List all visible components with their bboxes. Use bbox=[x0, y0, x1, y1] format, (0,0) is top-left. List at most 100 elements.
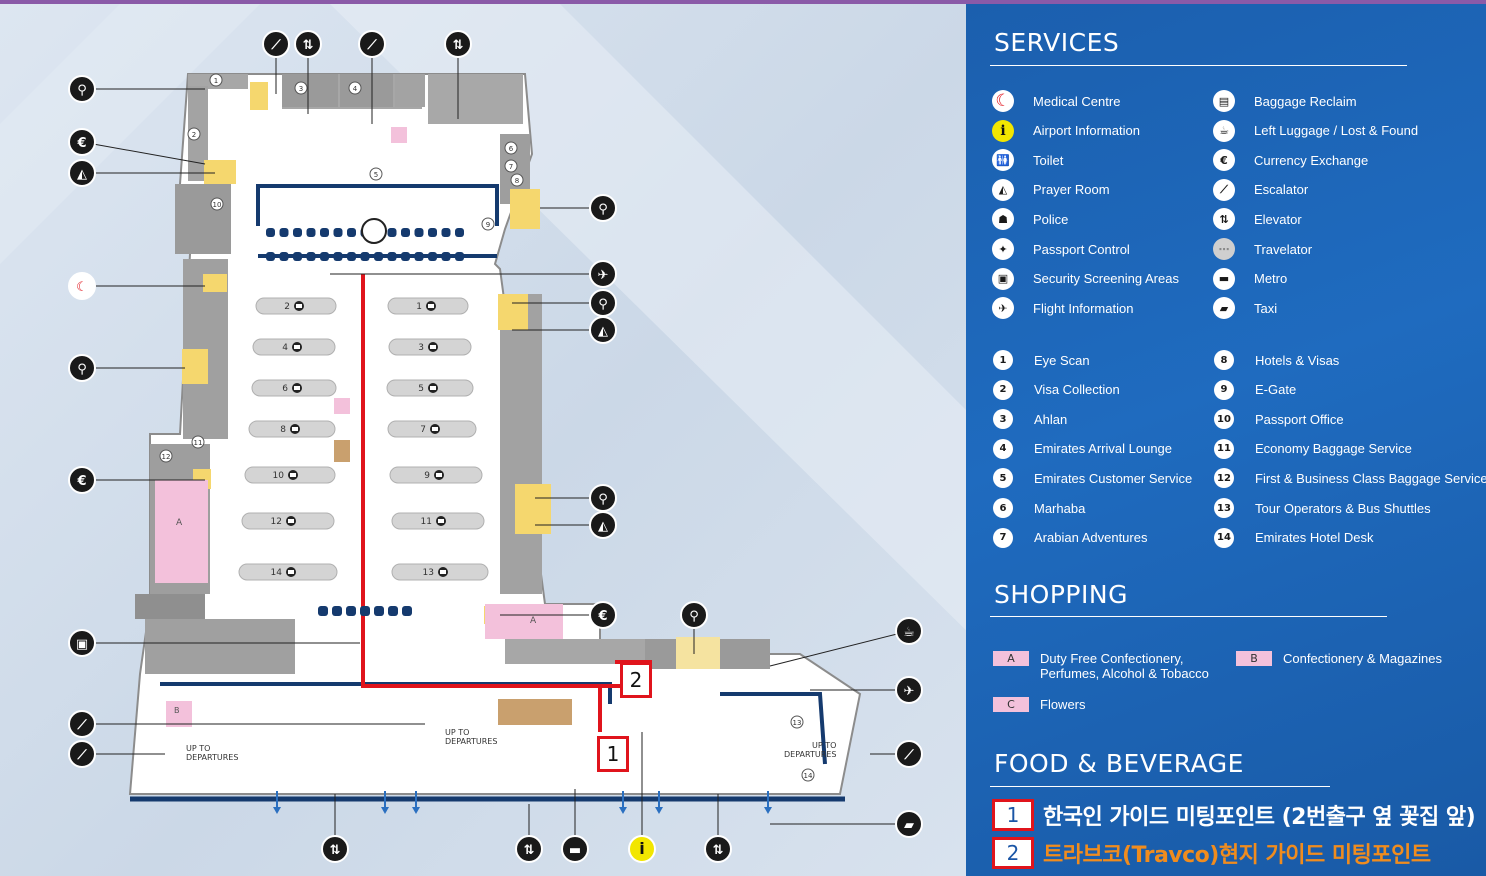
baggage-belt-12[interactable]: 12 bbox=[241, 512, 335, 530]
facility-label: Visa Collection bbox=[1034, 382, 1120, 398]
map-number-10[interactable]: 10 bbox=[210, 197, 224, 211]
map-number-11[interactable]: 11 bbox=[191, 435, 205, 449]
map-number-14[interactable]: 14 bbox=[801, 768, 815, 782]
svg-text:5: 5 bbox=[374, 171, 378, 179]
map-number-13[interactable]: 13 bbox=[790, 715, 804, 729]
svg-text:⚲: ⚲ bbox=[689, 609, 699, 624]
baggage-belt-3[interactable]: 3 bbox=[388, 338, 472, 356]
number-badge: 8 bbox=[1214, 350, 1234, 370]
flight-information-icon[interactable]: ✈ bbox=[810, 676, 923, 704]
baggage-belt-4[interactable]: 4 bbox=[252, 338, 336, 356]
elevator-icon[interactable]: ⇅ bbox=[321, 794, 349, 863]
left-luggage-icon[interactable]: ☕ bbox=[769, 617, 923, 667]
elevator-icon[interactable]: ⇅ bbox=[704, 794, 732, 863]
baggage-belt-10[interactable]: 10 bbox=[244, 466, 336, 484]
service-label: Passport Control bbox=[1033, 241, 1130, 257]
baggage-belt-2[interactable]: 2 bbox=[255, 297, 337, 315]
baggage-belt-1[interactable]: 1 bbox=[387, 297, 469, 315]
svg-text:⚲: ⚲ bbox=[598, 202, 608, 217]
map-number-7[interactable]: 7 bbox=[504, 159, 518, 173]
escalator-icon[interactable]: ⟋ bbox=[358, 30, 386, 124]
map-number-5[interactable]: 5 bbox=[369, 167, 383, 181]
baggage-belt-13[interactable]: 13 bbox=[391, 563, 489, 581]
passport-booth bbox=[333, 252, 343, 261]
passport-booth bbox=[333, 228, 343, 237]
baggage-belt-8[interactable]: 8 bbox=[248, 420, 336, 438]
map-number-8[interactable]: 8 bbox=[510, 173, 524, 187]
svg-text:☕: ☕ bbox=[903, 625, 915, 640]
exit-arrow bbox=[655, 791, 663, 814]
baggage-belt-6[interactable]: 6 bbox=[251, 379, 337, 397]
elevator-icon[interactable]: ⇅ bbox=[294, 30, 322, 114]
service-label: Flight Information bbox=[1033, 300, 1134, 316]
currency-exchange-icon[interactable]: € bbox=[68, 466, 205, 494]
facility-label: Emirates Customer Service bbox=[1034, 470, 1193, 486]
passport-booth bbox=[279, 228, 289, 237]
service-item-taxi: ▰Taxi bbox=[1213, 297, 1277, 320]
passport-booth bbox=[401, 252, 410, 261]
info-icon[interactable]: i bbox=[628, 732, 656, 863]
baggage-belt-14[interactable]: 14 bbox=[238, 563, 338, 581]
meeting-marker-1[interactable]: 1 bbox=[597, 736, 629, 772]
map-number-9[interactable]: 9 bbox=[481, 217, 495, 231]
service-item-passport-control: ✦ Passport Control bbox=[992, 238, 1130, 260]
svg-text:✈: ✈ bbox=[904, 684, 915, 699]
service-item-escalator: ⟋Escalator bbox=[1213, 178, 1308, 201]
map-number-2[interactable]: 2 bbox=[187, 127, 201, 141]
escalator-icon[interactable]: ⟋ bbox=[870, 740, 923, 768]
elevator-icon[interactable]: ⇅ bbox=[444, 30, 472, 119]
svg-text:12: 12 bbox=[271, 517, 282, 527]
toilet-icon[interactable]: ⚲ bbox=[680, 601, 708, 654]
baggage-belt-9[interactable]: 9 bbox=[389, 466, 483, 484]
escalator-icon[interactable]: ⟋ bbox=[68, 740, 165, 768]
escalator-icon[interactable]: ⟋ bbox=[262, 30, 290, 94]
passport-booth bbox=[455, 252, 464, 261]
passport-control-icon: ✦ bbox=[992, 238, 1014, 260]
flight-information-icon[interactable]: ✈ bbox=[330, 260, 617, 288]
escalator-icon[interactable]: ⟋ bbox=[68, 710, 425, 738]
meeting-point-number: 1 bbox=[992, 799, 1034, 831]
services-title: SERVICES bbox=[994, 28, 1120, 57]
prayer-room-icon: ◭ bbox=[992, 178, 1014, 201]
map-number-12[interactable]: 12 bbox=[159, 449, 173, 463]
svg-text:€: € bbox=[76, 136, 86, 151]
number-badge: 5 bbox=[993, 468, 1013, 489]
number-badge: 13 bbox=[1214, 498, 1234, 518]
meeting-point-number: 2 bbox=[992, 837, 1034, 869]
service-item-currency-exchange: €Currency Exchange bbox=[1213, 149, 1368, 172]
baggage-belt-5[interactable]: 5 bbox=[386, 379, 474, 397]
baggage-belt-11[interactable]: 11 bbox=[391, 512, 485, 530]
facility-item-5: 5 Emirates Customer Service bbox=[993, 467, 1192, 489]
taxi-icon[interactable]: ▰ bbox=[770, 810, 923, 838]
passport-booth bbox=[266, 228, 275, 237]
prayer-room-icon[interactable]: ◭ bbox=[68, 159, 215, 187]
metro-icon[interactable]: ▬ bbox=[561, 789, 589, 863]
toilet-icon[interactable]: ⚲ bbox=[68, 354, 185, 382]
passport-booth bbox=[293, 228, 302, 237]
elevator-icon[interactable]: ⇅ bbox=[515, 804, 543, 863]
toilet-icon[interactable]: ⚲ bbox=[540, 194, 617, 222]
svg-text:8: 8 bbox=[515, 177, 519, 185]
passport-booth bbox=[414, 228, 424, 237]
gate-booth bbox=[346, 606, 356, 616]
crescent-icon[interactable]: ☾ bbox=[68, 272, 205, 300]
map-number-6[interactable]: 6 bbox=[504, 141, 518, 155]
prayer-room-icon[interactable]: ◭ bbox=[512, 316, 617, 344]
gate-booth bbox=[360, 606, 370, 616]
security-screening-icon[interactable]: ▣ bbox=[68, 629, 360, 657]
toilet-icon[interactable]: ⚲ bbox=[68, 75, 205, 103]
baggage-belt-7[interactable]: 7 bbox=[387, 420, 477, 438]
prayer-room-icon[interactable]: ◭ bbox=[535, 511, 617, 539]
map-number-4[interactable]: 4 bbox=[348, 81, 362, 95]
meeting-marker-2[interactable]: 2 bbox=[620, 662, 652, 698]
map-number-3[interactable]: 3 bbox=[294, 81, 308, 95]
currency-exchange-icon[interactable]: € bbox=[500, 601, 617, 629]
map-number-1[interactable]: 1 bbox=[209, 73, 223, 87]
currency-exchange-icon[interactable]: € bbox=[68, 128, 206, 165]
shop-a-label: A bbox=[176, 518, 183, 528]
